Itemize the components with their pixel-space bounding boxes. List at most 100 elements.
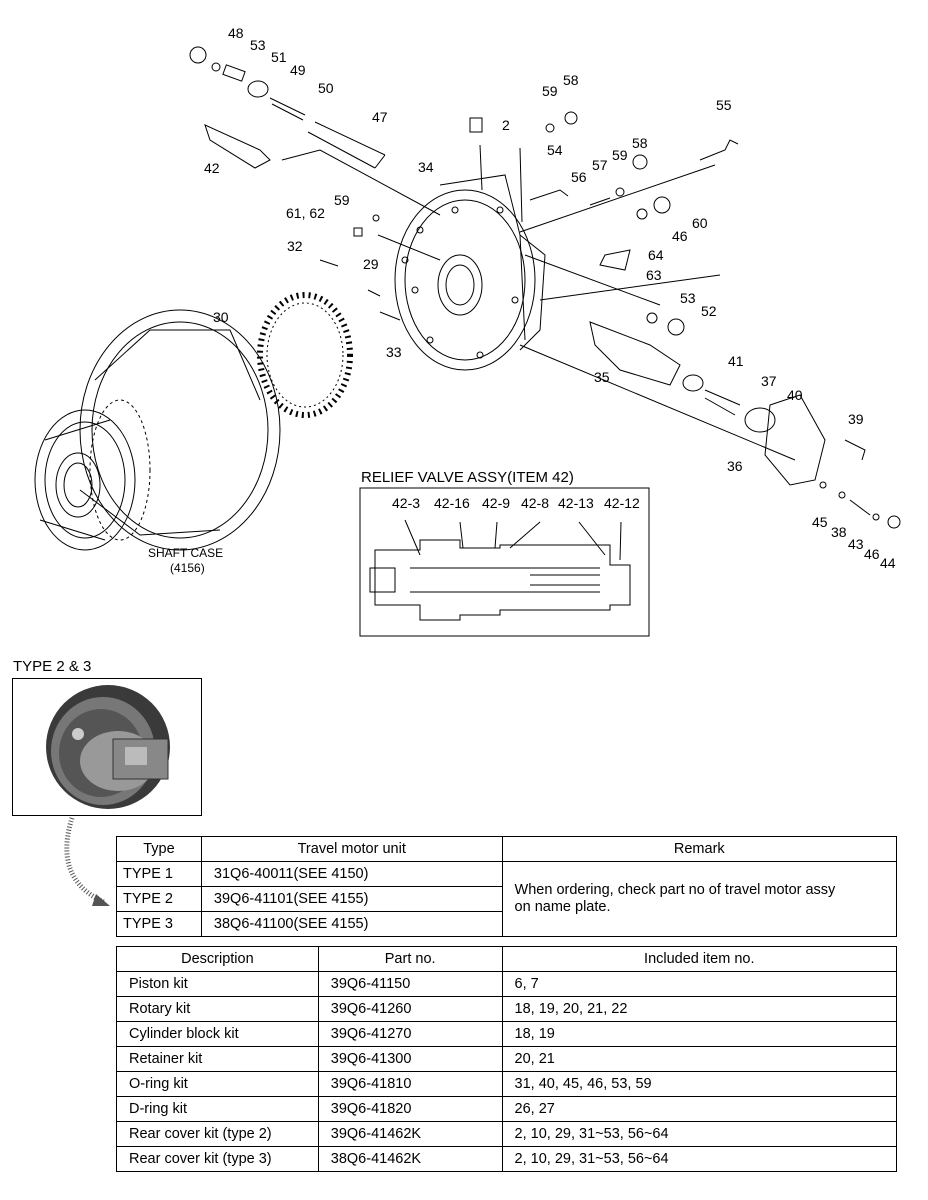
part-no-cell: 39Q6-41820 (317, 1096, 503, 1122)
table-row: D-ring kit 39Q6-41820 26, 27 (116, 1096, 898, 1122)
callout-44: 44 (880, 555, 896, 571)
part-no-cell: 39Q6-41260 (317, 996, 503, 1022)
kit-header-included: Included item no. (501, 946, 898, 972)
callout-2: 2 (502, 117, 510, 133)
type-cell: TYPE 1 (116, 861, 202, 887)
spring-ring-drawing (257, 292, 353, 418)
type-cell: TYPE 2 (116, 886, 202, 912)
callout-40: 40 (787, 387, 803, 403)
remark-line-1: When ordering, check part no of travel m… (514, 882, 836, 898)
table-row: Rotary kit 39Q6-41260 18, 19, 20, 21, 22 (116, 996, 898, 1022)
callout-38: 38 (831, 524, 847, 540)
type-table-header-unit: Travel motor unit (200, 836, 503, 862)
type-cell: TYPE 3 (116, 911, 202, 937)
callout-43: 43 (848, 536, 864, 552)
relief-valve-title: RELIEF VALVE ASSY(ITEM 42) (361, 469, 574, 486)
kit-header-description: Description (116, 946, 319, 972)
callout-42: 42 (204, 160, 220, 176)
part-no-cell: 38Q6-41462K (317, 1146, 503, 1172)
callout-49: 49 (290, 62, 306, 78)
type-table: Type Travel motor unit Remark TYPE 1 31Q… (116, 836, 898, 937)
part-no-cell: 39Q6-41150 (317, 971, 503, 997)
callout-52: 52 (701, 303, 717, 319)
description-cell: Retainer kit (116, 1046, 319, 1072)
part-no-cell: 39Q6-41300 (317, 1046, 503, 1072)
callout-59: 59 (542, 83, 558, 99)
part-no-cell: 39Q6-41462K (317, 1121, 503, 1147)
unit-cell: 39Q6-41101(SEE 4155) (200, 886, 503, 912)
type-2-3-label: TYPE 2 & 3 (13, 658, 92, 675)
description-cell: Rotary kit (116, 996, 319, 1022)
exploded-parts-diagram: 48 53 51 49 50 47 2 59 58 55 42 34 54 57… (34, 25, 901, 637)
shaft-case-label: SHAFT CASE (148, 546, 223, 560)
kit-header-part-no: Part no. (317, 946, 503, 972)
part-no-cell: 39Q6-41810 (317, 1071, 503, 1097)
included-cell: 31, 40, 45, 46, 53, 59 (501, 1071, 898, 1097)
callout-39: 39 (848, 411, 864, 427)
callout-30: 30 (213, 309, 229, 325)
included-cell: 6, 7 (501, 971, 898, 997)
callout-51: 51 (271, 49, 287, 65)
table-row: TYPE 3 38Q6-41100(SEE 4155) (116, 911, 897, 937)
callout-37: 37 (761, 373, 777, 389)
callout-61-62: 61, 62 (286, 205, 325, 221)
callout-57: 57 (592, 157, 608, 173)
description-cell: Rear cover kit (type 3) (116, 1146, 319, 1172)
remark-cell: When ordering, check part no of travel m… (501, 861, 898, 937)
type-table-header-type: Type (116, 836, 202, 862)
table-row: TYPE 2 39Q6-41101(SEE 4155) (116, 886, 897, 912)
shaft-case-drawing (34, 309, 281, 551)
callout-64: 64 (648, 247, 664, 263)
table-row: Rear cover kit (type 3) 38Q6-41462K 2, 1… (116, 1146, 898, 1172)
callout-45: 45 (812, 514, 828, 530)
callout-33: 33 (386, 344, 402, 360)
callout-48: 48 (228, 25, 244, 41)
description-cell: Piston kit (116, 971, 319, 997)
description-cell: Cylinder block kit (116, 1021, 319, 1047)
callout-54: 54 (547, 142, 563, 158)
shaft-case-number: (4156) (170, 561, 205, 575)
relief-label-42-13: 42-13 (558, 495, 594, 511)
relief-valve-inset (359, 487, 650, 637)
included-cell: 20, 21 (501, 1046, 898, 1072)
callout-56: 56 (571, 169, 587, 185)
included-cell: 2, 10, 29, 31~53, 56~64 (501, 1121, 898, 1147)
included-cell: 18, 19 (501, 1021, 898, 1047)
table-row: Rear cover kit (type 2) 39Q6-41462K 2, 1… (116, 1121, 898, 1147)
table-row: TYPE 1 31Q6-40011(SEE 4150) When orderin… (116, 861, 898, 937)
arrow-icon (64, 817, 110, 906)
included-cell: 18, 19, 20, 21, 22 (501, 996, 898, 1022)
relief-label-42-3: 42-3 (392, 495, 420, 511)
small-parts-drawing (189, 46, 901, 529)
callout-46b: 46 (864, 546, 880, 562)
included-cell: 26, 27 (501, 1096, 898, 1122)
relief-label-42-9: 42-9 (482, 495, 510, 511)
description-cell: Rear cover kit (type 2) (116, 1121, 319, 1147)
callout-59b: 59 (612, 147, 628, 163)
callout-46: 46 (672, 228, 688, 244)
callout-41: 41 (728, 353, 744, 369)
part-no-cell: 39Q6-41270 (317, 1021, 503, 1047)
relief-label-42-12: 42-12 (604, 495, 640, 511)
table-row: Cylinder block kit 39Q6-41270 18, 19 (116, 1021, 898, 1047)
relief-label-42-16: 42-16 (434, 495, 470, 511)
callout-32: 32 (287, 238, 303, 254)
description-cell: D-ring kit (116, 1096, 319, 1122)
unit-cell: 38Q6-41100(SEE 4155) (200, 911, 503, 937)
leader-lines (281, 144, 796, 461)
callout-60: 60 (692, 215, 708, 231)
table-row: Piston kit 39Q6-41150 6, 7 (116, 971, 898, 997)
callout-59c: 59 (334, 192, 350, 208)
remark-line-2: on name plate. (514, 899, 611, 915)
description-cell: O-ring kit (116, 1071, 319, 1097)
callout-55: 55 (716, 97, 732, 113)
table-row: O-ring kit 39Q6-41810 31, 40, 45, 46, 53… (116, 1071, 898, 1097)
unit-cell: 31Q6-40011(SEE 4150) (200, 861, 503, 887)
callout-53: 53 (250, 37, 266, 53)
callout-63: 63 (646, 267, 662, 283)
travel-motor-photo (12, 678, 202, 816)
callout-47: 47 (372, 109, 388, 125)
callout-29: 29 (363, 256, 379, 272)
relief-label-42-8: 42-8 (521, 495, 549, 511)
table-row: Retainer kit 39Q6-41300 20, 21 (116, 1046, 898, 1072)
